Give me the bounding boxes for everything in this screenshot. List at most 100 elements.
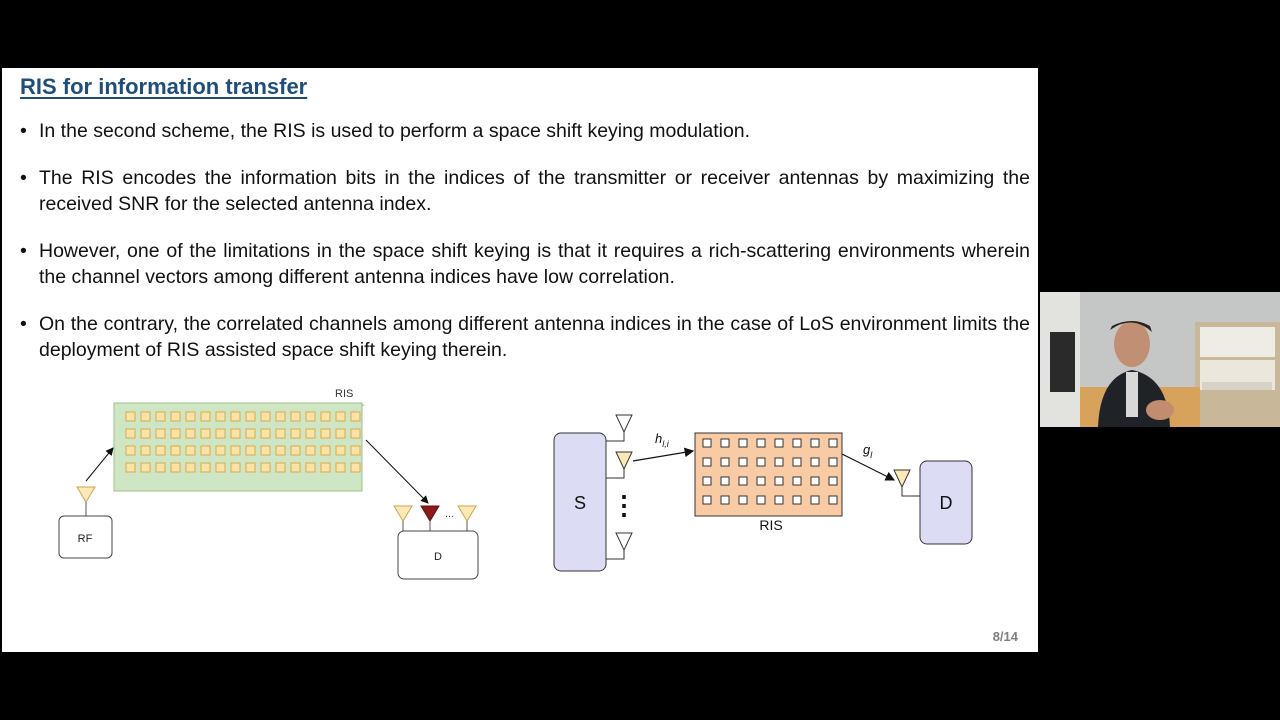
ris-element [260, 428, 271, 439]
ris-element [170, 428, 181, 439]
ris-element [350, 445, 361, 456]
ris-element [290, 445, 301, 456]
ris-element [738, 438, 748, 448]
ris-element [335, 445, 346, 456]
ris-element [170, 445, 181, 456]
arrow-rf-to-ris [85, 447, 114, 482]
ris-element [828, 495, 838, 505]
ris-element [230, 428, 241, 439]
ris-element [305, 445, 316, 456]
ris-element [140, 462, 151, 473]
rf-box [58, 515, 113, 559]
ris-element [200, 428, 211, 439]
diagram-right: S ⋮ hl,i RIS gl D [553, 414, 973, 572]
rf-label: RF [78, 533, 93, 545]
ris-element [125, 462, 136, 473]
ris-element [810, 495, 820, 505]
ris-element [200, 462, 211, 473]
ris-element [792, 457, 802, 467]
d-box [397, 530, 479, 580]
ris-element [720, 495, 730, 505]
selected-antenna-icon [606, 451, 633, 479]
ris-element [185, 462, 196, 473]
ris-element [756, 476, 766, 486]
ris-element [170, 411, 181, 422]
ris-element [738, 476, 748, 486]
s-label: S [574, 493, 586, 513]
bullet-item: In the second scheme, the RIS is used to… [20, 118, 1030, 144]
d-label: D [940, 493, 953, 513]
ris-element [260, 411, 271, 422]
ris-element [756, 457, 766, 467]
ris-element [320, 428, 331, 439]
ris-element [260, 462, 271, 473]
h-label: hl,i [655, 431, 670, 449]
rf-antenna-icon [76, 486, 96, 516]
ris-element [350, 428, 361, 439]
ris-element [230, 411, 241, 422]
bullet-item: The RIS encodes the information bits in … [20, 165, 1030, 217]
ris-element [738, 495, 748, 505]
ris-element [792, 495, 802, 505]
ris-element [185, 428, 196, 439]
ris-element [702, 495, 712, 505]
ris-element [774, 476, 784, 486]
ris-element [230, 445, 241, 456]
selected-antenna-icon [420, 505, 440, 531]
ris-label: RIS [335, 388, 353, 400]
ris-element [140, 445, 151, 456]
ris-element [275, 428, 286, 439]
antenna-dots: ⋮ [611, 490, 637, 520]
ris-element [305, 462, 316, 473]
ris-element [290, 428, 301, 439]
ris-element [350, 411, 361, 422]
ris-panel [694, 432, 843, 517]
ris-element [185, 445, 196, 456]
ris-element [335, 428, 346, 439]
page-number: 8/14 [992, 629, 1018, 644]
ris-element [215, 411, 226, 422]
d-antenna-icon [457, 505, 477, 531]
ris-element [828, 438, 838, 448]
d-box [919, 460, 973, 545]
antenna-icon [606, 414, 633, 442]
ris-element [215, 445, 226, 456]
ris-element [320, 462, 331, 473]
ris-element [702, 457, 712, 467]
ris-element [290, 411, 301, 422]
ris-element [215, 462, 226, 473]
d-antenna-icon [893, 469, 920, 497]
ris-element [245, 462, 256, 473]
s-box [553, 432, 607, 572]
slide-title: RIS for information transfer [20, 74, 308, 99]
diagram-left: RIS RF ... D [58, 388, 479, 580]
ris-element [230, 462, 241, 473]
ris-element [720, 476, 730, 486]
ris-element [125, 445, 136, 456]
ris-element [290, 462, 301, 473]
arrow-s-to-ris [632, 447, 695, 462]
ris-element [125, 428, 136, 439]
d-antenna-icon [393, 505, 413, 531]
ris-element [275, 462, 286, 473]
ris-element [792, 438, 802, 448]
ris-element [155, 411, 166, 422]
ris-element [756, 495, 766, 505]
d-label: D [434, 551, 442, 563]
ris-element [200, 411, 211, 422]
ris-panel [113, 402, 365, 492]
ris-element [720, 438, 730, 448]
ris-label: RIS [759, 517, 782, 533]
ris-element [702, 438, 712, 448]
ris-element [245, 428, 256, 439]
presenter-video [1040, 292, 1280, 427]
ris-element [155, 445, 166, 456]
ris-element [774, 495, 784, 505]
ris-element [335, 411, 346, 422]
arrow-ris-to-d [841, 453, 896, 481]
ris-element [140, 411, 151, 422]
ris-element [350, 462, 361, 473]
ris-element [185, 411, 196, 422]
ris-element [305, 411, 316, 422]
ris-element [810, 476, 820, 486]
